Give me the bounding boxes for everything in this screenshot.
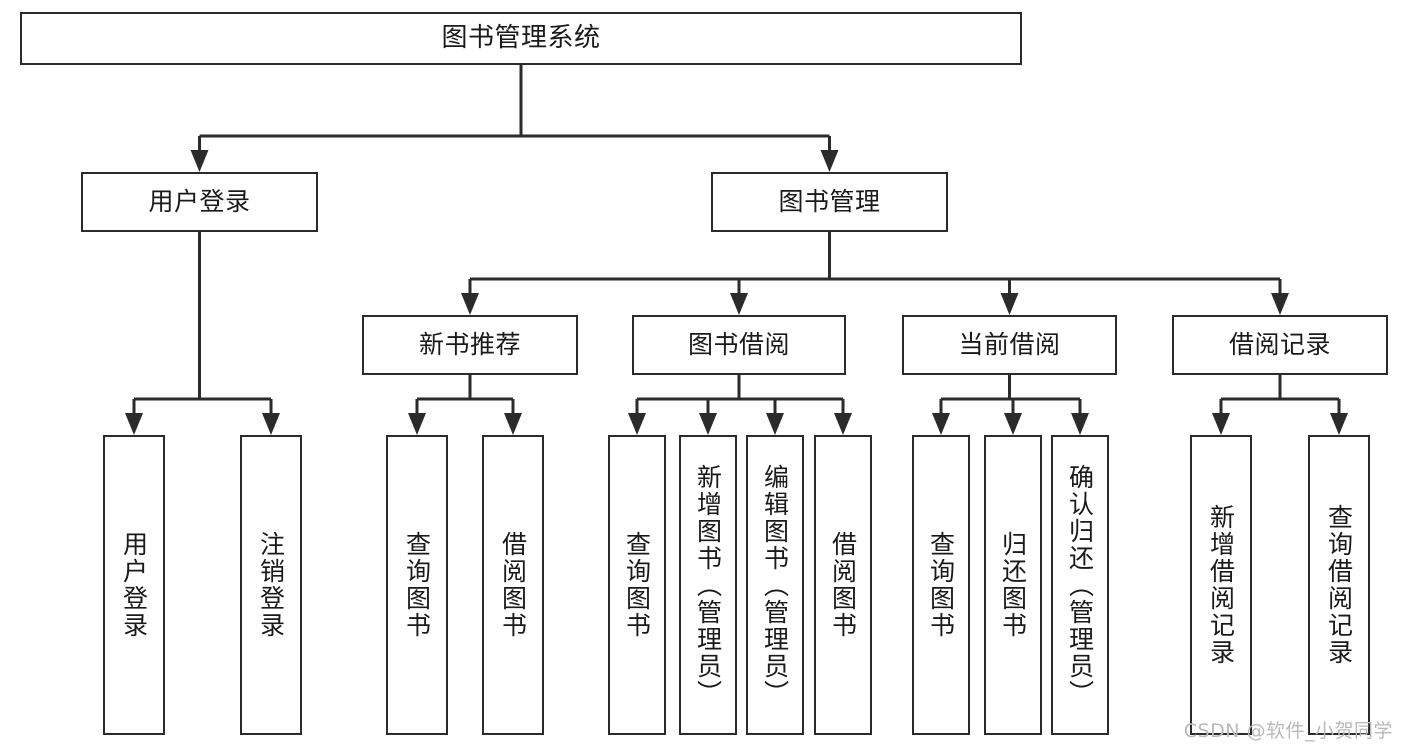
connector-arrowhead [730,293,748,315]
node-leaf-query-record[interactable]: 查询借阅记录 [1308,435,1370,735]
connector-arrowhead [1000,293,1019,315]
node-leaf-query-book-1[interactable]: 查询图书 [386,435,448,735]
node-book-manage[interactable]: 图书管理 [711,172,948,232]
node-leaf-return-book[interactable]: 归还图书 [984,435,1042,735]
node-label-leaf-borrow-book-2: 借阅图书 [828,531,858,639]
node-leaf-edit-book[interactable]: 编辑图书（管理员） [746,435,804,735]
node-label-current-borrow: 当前借阅 [958,330,1061,360]
connector-arrowhead [1071,413,1089,435]
node-root[interactable]: 图书管理系统 [20,12,1022,65]
node-leaf-add-book[interactable]: 新增图书（管理员） [679,435,737,735]
connector-arrowhead [262,413,280,435]
node-leaf-borrow-book-2[interactable]: 借阅图书 [814,435,872,735]
node-current-borrow[interactable]: 当前借阅 [902,315,1117,375]
node-user-login[interactable]: 用户登录 [81,172,318,232]
node-label-leaf-query-book-1: 查询图书 [402,531,432,639]
connector-arrowhead [1271,293,1289,315]
node-leaf-add-record[interactable]: 新增借阅记录 [1190,435,1252,735]
watermark-text: CSDN @软件_小贺同学 [1183,720,1393,742]
node-label-borrow-record: 借阅记录 [1228,330,1331,360]
node-label-book-manage: 图书管理 [778,187,881,217]
node-leaf-logout[interactable]: 注销登录 [240,435,302,735]
connector-arrowhead [766,413,784,435]
connector-arrowhead [190,150,209,172]
node-label-leaf-query-record: 查询借阅记录 [1324,504,1354,666]
node-label-leaf-user-login: 用户登录 [119,531,149,639]
node-label-leaf-return-book: 归还图书 [998,531,1028,639]
node-leaf-user-login[interactable]: 用户登录 [103,435,165,735]
node-leaf-query-book-3[interactable]: 查询图书 [912,435,970,735]
node-label-leaf-logout: 注销登录 [256,531,286,639]
node-label-book-borrow: 图书借阅 [687,330,790,360]
node-book-borrow[interactable]: 图书借阅 [632,315,846,375]
node-label-leaf-borrow-book-1: 借阅图书 [498,531,528,639]
node-label-leaf-add-book: 新增图书（管理员） [693,463,723,707]
connector-arrowhead [125,413,143,435]
node-leaf-borrow-book-1[interactable]: 借阅图书 [482,435,544,735]
node-label-root: 图书管理系统 [441,23,601,54]
connector-arrowhead [932,413,950,435]
connector-arrowhead [820,150,839,172]
node-label-leaf-add-record: 新增借阅记录 [1206,504,1236,666]
connector-arrowhead [834,413,852,435]
connector-arrowhead [504,413,522,435]
connector-arrowhead [699,413,717,435]
node-label-leaf-confirm-return: 确认归还（管理员） [1065,463,1095,707]
node-leaf-confirm-return[interactable]: 确认归还（管理员） [1051,435,1109,735]
node-label-leaf-query-book-3: 查询图书 [926,531,956,639]
node-label-new-book-recommend: 新书推荐 [418,330,521,360]
node-label-user-login: 用户登录 [148,187,251,217]
connector-arrowhead [628,413,646,435]
node-new-book-recommend[interactable]: 新书推荐 [362,315,578,375]
connector-arrowhead [1330,413,1348,435]
connector-arrowhead [1004,413,1022,435]
node-label-leaf-edit-book: 编辑图书（管理员） [760,463,790,707]
node-label-leaf-query-book-2: 查询图书 [622,531,652,639]
node-borrow-record[interactable]: 借阅记录 [1172,315,1388,375]
connector-arrowhead [408,413,426,435]
node-leaf-query-book-2[interactable]: 查询图书 [608,435,666,735]
connector-arrowhead [461,293,479,315]
connector-arrowhead [1212,413,1230,435]
